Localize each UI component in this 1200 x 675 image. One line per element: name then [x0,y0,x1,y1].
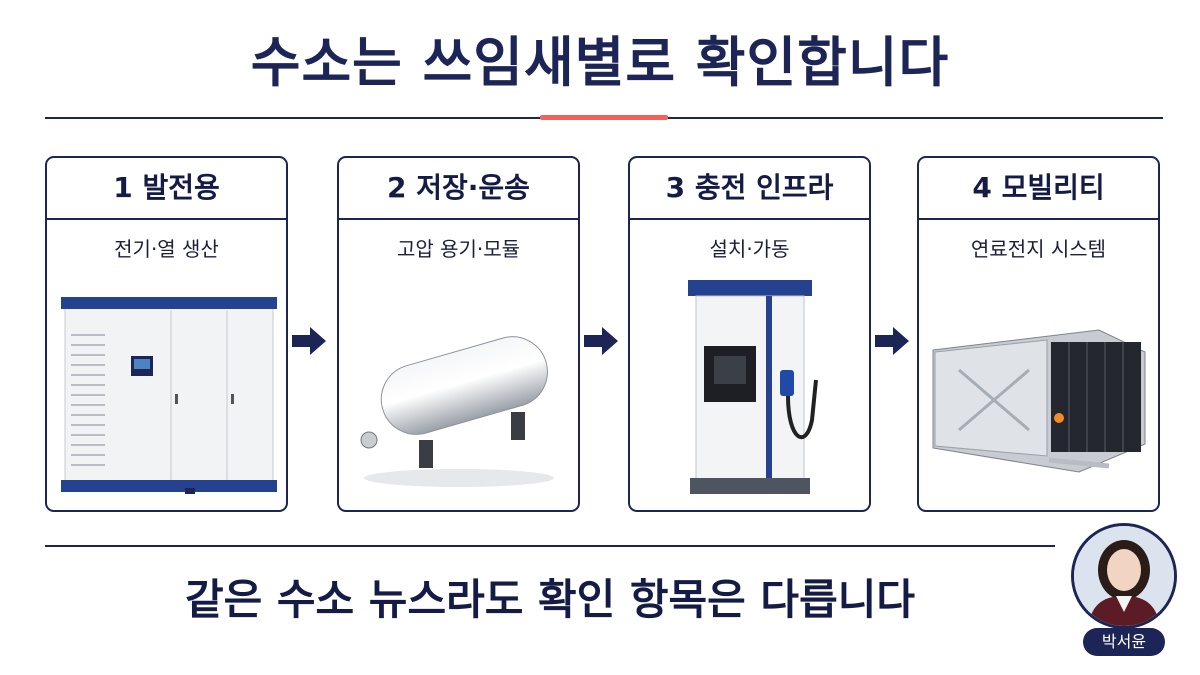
step-card-power: 1 발전용 전기·열 생산 [45,156,288,512]
hydrogen-tank-image [360,336,554,487]
step-card-mobility: 4 모빌리티 연료전지 시스템 [917,156,1160,512]
footer-message: 같은 수소 뉴스라도 확인 항목은 다릅니다 [185,575,915,624]
step-subtitle: 연료전지 시스템 [970,237,1107,261]
step-subtitle: 설치·가동 [709,237,790,261]
step-subtitle: 전기·열 생산 [114,237,219,261]
presenter-avatar [1071,523,1177,629]
step-card-charging: 3 충전 인프라 설치·가동 [628,156,871,512]
step-heading: 1 발전용 [47,158,286,220]
step-subtitle: 고압 용기·모듈 [396,237,521,261]
arrow-right-icon [292,327,326,355]
step-card-storage: 2 저장·운송 고압 용기·모듈 [337,156,580,512]
title-accent-bar [540,115,668,120]
arrow-right-icon [584,327,618,355]
step-heading: 3 충전 인프라 [630,158,869,220]
hydrogen-dispenser-image [688,280,818,494]
presenter-name: 박서윤 [1083,628,1165,656]
footer-divider [45,545,1055,547]
fuel-cell-stack-image [932,329,1146,473]
step-heading: 2 저장·운송 [339,158,578,220]
fuel-cell-generator-image [61,297,277,494]
page-title: 수소는 쓰임새별로 확인합니다 [250,31,950,94]
step-heading: 4 모빌리티 [919,158,1158,220]
arrow-right-icon [875,327,909,355]
presenter-portrait-image [1074,526,1174,626]
